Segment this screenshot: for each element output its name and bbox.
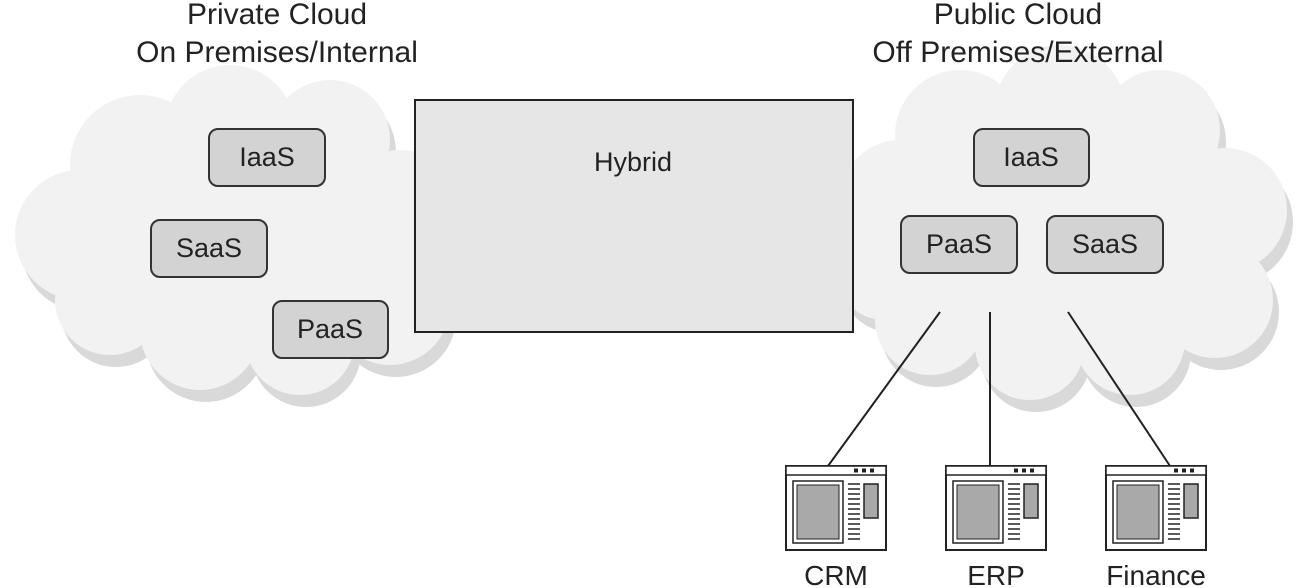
- private-service-saas[interactable]: SaaS: [150, 219, 268, 278]
- connector-finance: [1067, 311, 1171, 467]
- private-service-iaas[interactable]: IaaS: [208, 128, 326, 187]
- private-service-saas-label: SaaS: [176, 233, 242, 263]
- private-service-iaas-box: [208, 128, 326, 187]
- app-crm-label: CRM: [804, 560, 868, 588]
- public-cloud-title-line1: Public Cloud: [934, 0, 1102, 31]
- private-service-paas[interactable]: PaaS: [272, 300, 389, 359]
- hybrid-box[interactable]: Hybrid: [414, 99, 854, 333]
- connector-crm: [827, 311, 941, 467]
- app-crm[interactable]: CRM: [785, 465, 887, 588]
- public-cloud-title-line2: Off Premises/External: [872, 36, 1163, 69]
- public-service-saas-label: SaaS: [1072, 229, 1138, 259]
- app-window-icon: [1105, 465, 1207, 551]
- public-service-saas[interactable]: SaaS: [1046, 215, 1164, 274]
- public-cloud: Public Cloud Off Premises/External IaaS …: [835, 0, 1293, 412]
- public-service-iaas-box: [973, 128, 1090, 187]
- public-service-paas-label: PaaS: [926, 229, 992, 259]
- app-finance[interactable]: Finance: [1105, 465, 1207, 588]
- public-service-paas-box: [900, 215, 1018, 274]
- app-finance-label: Finance: [1106, 560, 1206, 588]
- hybrid-label: Hybrid: [594, 147, 672, 177]
- public-service-iaas-label: IaaS: [1003, 142, 1059, 172]
- private-service-saas-box: [150, 219, 268, 278]
- private-service-iaas-label: IaaS: [239, 142, 295, 172]
- app-erp[interactable]: ERP: [945, 465, 1047, 588]
- app-erp-label: ERP: [967, 560, 1025, 588]
- public-service-saas-box: [1046, 215, 1164, 274]
- private-service-paas-box: [272, 300, 389, 359]
- hybrid-box-rect: [414, 99, 854, 333]
- public-service-iaas[interactable]: IaaS: [973, 128, 1090, 187]
- private-cloud: Private Cloud On Premises/Internal IaaS …: [15, 0, 471, 407]
- public-service-paas[interactable]: PaaS: [900, 215, 1018, 274]
- app-window-icon: [945, 465, 1047, 551]
- private-service-paas-label: PaaS: [297, 314, 363, 344]
- connectors: [827, 311, 1171, 467]
- app-window-icon: [785, 465, 887, 551]
- private-cloud-title-line1: Private Cloud: [187, 0, 367, 31]
- private-cloud-title-line2: On Premises/Internal: [136, 36, 418, 69]
